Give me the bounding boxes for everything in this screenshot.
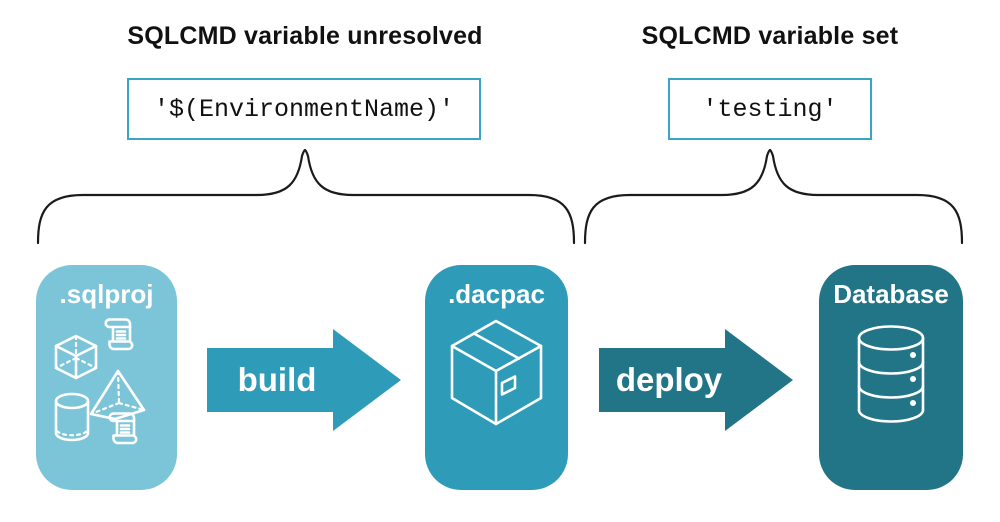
database-dot (910, 400, 916, 406)
node-dacpac-label: .dacpac (448, 279, 545, 309)
sql-scripts-shapes-icon (54, 318, 145, 445)
right-brace (583, 148, 964, 245)
left-brace (36, 148, 576, 245)
code-box-testing-value: 'testing' (668, 78, 872, 140)
build-arrow-label: build (237, 361, 317, 398)
code-value-unresolved: '$(EnvironmentName)' (153, 94, 455, 124)
database-dot (910, 376, 916, 382)
scroll-icon (103, 318, 133, 351)
heading-unresolved: SQLCMD variable unresolved (127, 22, 483, 50)
database-icon (857, 325, 925, 423)
pyramid-icon (89, 369, 145, 421)
scroll-icon (107, 412, 137, 445)
code-box-environment-variable: '$(EnvironmentName)' (127, 78, 481, 140)
node-database-label: Database (833, 279, 949, 309)
node-dacpac: .dacpac (425, 265, 568, 490)
node-sqlproj-label: .sqlproj (59, 279, 154, 309)
package-icon (450, 319, 542, 426)
database-dot (910, 352, 916, 358)
deploy-arrow (599, 329, 793, 431)
cube-icon (54, 334, 97, 380)
node-database: Database (819, 265, 963, 490)
deploy-arrow-shape (599, 329, 793, 431)
build-arrow-shape (207, 329, 401, 431)
cylinder-icon (54, 392, 89, 442)
heading-set: SQLCMD variable set (641, 22, 899, 50)
build-arrow (207, 329, 401, 431)
deploy-arrow-label: deploy (615, 361, 723, 398)
code-value-set: 'testing' (702, 94, 838, 124)
node-sqlproj: .sqlproj (36, 265, 177, 490)
